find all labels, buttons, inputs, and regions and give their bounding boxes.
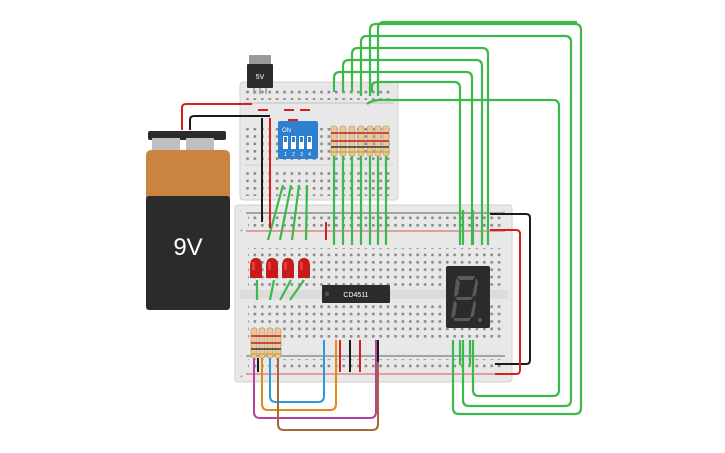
seven-segment-display: 8. xyxy=(446,266,490,328)
battery-label: 9V xyxy=(173,234,202,261)
dip-position-2: 2 xyxy=(292,152,295,158)
svg-text:-: - xyxy=(240,354,242,360)
resistor-array-top xyxy=(330,125,390,157)
dip-position-3: 3 xyxy=(300,152,303,158)
svg-text:+: + xyxy=(240,374,243,380)
chip-label: CD4511 xyxy=(343,292,368,299)
led-row xyxy=(250,258,310,278)
dip-on-label: ON xyxy=(282,128,291,134)
svg-text:+: + xyxy=(240,228,243,234)
led-3 xyxy=(282,258,294,278)
power-wires xyxy=(181,103,531,375)
led-4 xyxy=(298,258,310,278)
dip-position-1: 1 xyxy=(284,152,287,158)
green-wires xyxy=(255,20,583,416)
seven-segment-digit: 8. xyxy=(468,325,470,327)
svg-text:-: - xyxy=(503,208,505,214)
resistor-array-bottom xyxy=(250,327,282,359)
dip-switch[interactable]: ON 1 2 3 4 xyxy=(278,121,318,159)
decoder-chip: CD4511 xyxy=(322,285,390,303)
regulator-label: 5V xyxy=(256,74,265,81)
bottom-wires xyxy=(253,338,379,431)
battery: 9V xyxy=(146,131,230,310)
dip-position-4: 4 xyxy=(308,152,311,158)
led-1 xyxy=(250,258,262,278)
svg-text:-: - xyxy=(240,208,242,214)
voltage-regulator: 5V xyxy=(247,55,273,94)
led-2 xyxy=(266,258,278,278)
